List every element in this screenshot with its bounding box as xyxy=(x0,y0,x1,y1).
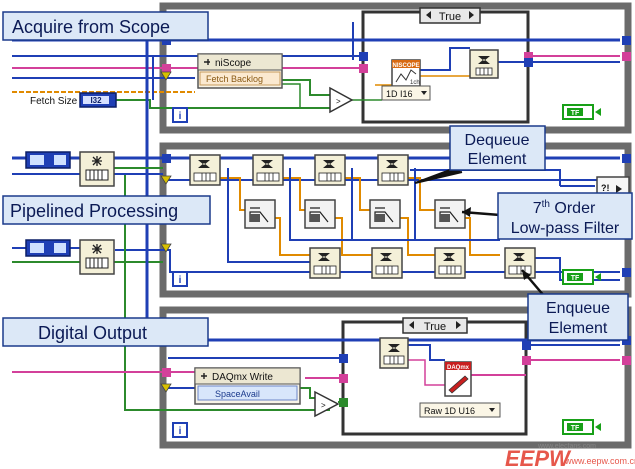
enqueue-node-2[interactable] xyxy=(371,247,403,279)
callout-filter-line2: Low-pass Filter xyxy=(511,220,620,237)
case-structure-top[interactable]: True xyxy=(361,7,530,124)
callout-digital: Digital Output xyxy=(2,317,209,347)
svg-text:i: i xyxy=(179,111,182,122)
svg-text:i: i xyxy=(179,275,182,286)
svg-text:TF: TF xyxy=(571,110,580,117)
svg-text:>: > xyxy=(321,401,326,410)
daqmx-property-node[interactable]: DAQmx Write SpaceAvail xyxy=(194,367,301,405)
dequeue-node-4[interactable] xyxy=(377,154,409,186)
niscope-property-node[interactable]: niScope Fetch Backlog xyxy=(197,53,283,89)
while-loop-output[interactable] xyxy=(159,306,632,449)
dequeue-node-1[interactable] xyxy=(189,154,221,186)
dequeue-node-3[interactable] xyxy=(314,154,346,186)
callout-enqueue: Enqueue Element xyxy=(521,269,629,341)
case-structure-bottom[interactable]: True xyxy=(341,317,528,436)
qmark-terminal-label: ?! xyxy=(601,183,610,193)
daqmx-write-vi[interactable]: DAQmx xyxy=(444,361,472,397)
callout-filter: 7th Order Low-pass Filter xyxy=(461,192,633,240)
filter-node-2[interactable] xyxy=(304,199,336,229)
stop-arrow-icon xyxy=(595,108,601,116)
compare-min-acquire[interactable]: > xyxy=(329,86,354,114)
callout-dequeue-line1: Dequeue xyxy=(465,132,530,149)
stop-arrow-icon xyxy=(595,273,601,281)
callout-acquire: Acquire from Scope xyxy=(2,11,209,41)
callout-pipelined-text: Pipelined Processing xyxy=(10,201,178,221)
enqueue-acquire[interactable] xyxy=(469,49,499,79)
niscope-vi-title: NISCOPE xyxy=(392,63,419,69)
filter-node-4[interactable] xyxy=(434,199,466,229)
niscope-node-title: niScope xyxy=(215,58,252,69)
niscope-fetch-backlog: Fetch Backlog xyxy=(206,74,263,84)
case-selector-top[interactable] xyxy=(419,7,481,24)
dequeue-node-2[interactable] xyxy=(252,154,284,186)
enqueue-node-3[interactable] xyxy=(434,247,466,279)
queue-ref-constant-2[interactable] xyxy=(25,239,71,257)
stop-arrow-icon xyxy=(595,423,601,431)
obtain-queue-2[interactable] xyxy=(79,239,115,275)
case-selector-bottom-label: True xyxy=(424,321,446,333)
svg-text:i: i xyxy=(179,426,182,437)
error-handler-node[interactable]: ?! xyxy=(596,176,630,198)
fetch-size-control[interactable]: Fetch Size I32 xyxy=(30,92,117,108)
callout-enqueue-line1: Enqueue xyxy=(546,300,610,317)
daqmx-space-avail: SpaceAvail xyxy=(215,389,260,399)
iteration-terminal-pipeline: i xyxy=(172,271,188,287)
fetch-type-selector[interactable]: 1D I16 xyxy=(381,85,431,101)
write-type-value: Raw 1D U16 xyxy=(424,406,475,416)
watermark-text: EEPW xyxy=(505,446,572,469)
obtain-queue-1[interactable] xyxy=(79,151,115,187)
write-type-selector[interactable]: Raw 1D U16 xyxy=(419,402,501,418)
chevron-down-icon xyxy=(489,408,495,412)
pipeline-nodes: ?! xyxy=(189,154,630,279)
stop-terminal-output[interactable]: TF xyxy=(562,419,601,435)
svg-text:TF: TF xyxy=(571,425,580,432)
fetch-size-label: Fetch Size xyxy=(30,96,78,107)
fetch-size-type: I32 xyxy=(90,96,102,105)
enqueue-node-1[interactable] xyxy=(309,247,341,279)
callout-filter-line1: 7th Order xyxy=(533,199,596,217)
svg-text:TF: TF xyxy=(571,275,580,282)
callout-digital-text: Digital Output xyxy=(38,323,147,343)
dequeue-output[interactable] xyxy=(379,337,409,369)
iteration-terminal-acquire: i xyxy=(172,107,188,123)
callout-dequeue-line2: Element xyxy=(468,151,527,168)
iteration-terminal-output: i xyxy=(172,422,188,438)
chevron-down-icon xyxy=(421,91,427,95)
compare-min-output[interactable]: > xyxy=(314,390,340,418)
filter-node-1[interactable] xyxy=(244,199,276,229)
filter-node-3[interactable] xyxy=(369,199,401,229)
niscope-fetch-vi[interactable]: NISCOPE 1ch xyxy=(391,59,421,87)
niscope-vi-sub: 1ch xyxy=(410,80,420,86)
watermark-logo: www.elecfans.com EEPW www.eepw.com.cn xyxy=(505,443,635,469)
daqmx-vi-title: DAQmx xyxy=(447,365,470,371)
arrow-right-icon xyxy=(616,185,622,193)
case-selector-top-label: True xyxy=(439,11,461,23)
callout-acquire-text: Acquire from Scope xyxy=(12,17,170,37)
queue-ref-constant-1[interactable] xyxy=(25,151,71,169)
stop-terminal-pipeline[interactable]: TF xyxy=(562,269,601,285)
daqmx-node-title: DAQmx Write xyxy=(212,372,273,383)
fetch-type-value: 1D I16 xyxy=(386,89,413,99)
watermark-sub: www.elecfans.com xyxy=(537,443,596,450)
callout-enqueue-line2: Element xyxy=(549,320,608,337)
watermark-site: www.eepw.com.cn xyxy=(564,456,635,466)
svg-text:>: > xyxy=(336,97,341,106)
stop-terminal-acquire[interactable]: TF xyxy=(562,104,601,120)
loop-terminals: i i i TF TF TF xyxy=(172,104,601,438)
enqueue-node-4[interactable] xyxy=(504,247,536,279)
callout-dequeue: Dequeue Element xyxy=(414,125,546,184)
callout-pipelined: Pipelined Processing xyxy=(2,195,211,225)
case-selector-bottom[interactable] xyxy=(402,317,468,334)
